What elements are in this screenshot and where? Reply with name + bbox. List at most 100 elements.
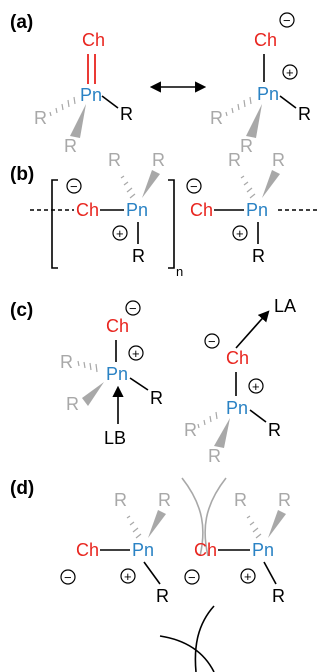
wedge-bond xyxy=(246,104,262,138)
substituent-r-wedge: R xyxy=(66,394,79,414)
charge-plus: + xyxy=(124,569,132,584)
charge-minus: − xyxy=(208,334,216,349)
charge-plus-icon xyxy=(232,225,248,241)
wedge-bond xyxy=(70,104,86,138)
substituent-r: R xyxy=(120,104,133,124)
substituent-r-back: R xyxy=(60,352,73,372)
bracket-left xyxy=(51,179,58,269)
lewis-base: LB xyxy=(104,428,126,448)
substituent-r-back: R xyxy=(114,490,127,510)
panel-label-c: (c) xyxy=(10,300,33,321)
substituent-r-wedge: R xyxy=(152,150,165,170)
atom-ch: Ch xyxy=(76,540,99,560)
hashed-bond xyxy=(225,96,252,117)
charge-plus-icon xyxy=(240,568,256,584)
hashed-bond xyxy=(120,175,136,199)
lewis-acid-adduct: LA − Ch Pn + R R R xyxy=(184,296,296,466)
panel-c: (c) Ch − Pn + R R R LB LA xyxy=(10,296,296,466)
charge-minus: − xyxy=(129,301,137,316)
charge-minus: − xyxy=(190,179,198,194)
substituent-r-wedge: R xyxy=(208,446,221,466)
substituent-r: R xyxy=(272,586,285,606)
substituent-r: R xyxy=(150,388,163,408)
bond-pn-r xyxy=(129,377,149,391)
substituent-r: R xyxy=(132,246,145,266)
ylide-zwitterion-form: Ch − Pn + R R R xyxy=(210,12,311,156)
charge-plus-icon xyxy=(248,378,264,394)
ylide-double-bond-form: Ch Pn R R R xyxy=(34,30,133,156)
bond-pn-r xyxy=(249,409,267,423)
charge-minus: − xyxy=(283,13,291,28)
steric-arc-gray-1 xyxy=(181,477,204,557)
lewis-base-adduct: Ch − Pn + R R R LB xyxy=(60,300,163,448)
substituent-r-back: R xyxy=(108,150,121,170)
atom-pn: Pn xyxy=(126,200,148,220)
charge-minus: − xyxy=(188,570,196,585)
substituent-r: R xyxy=(298,104,311,124)
terminal-unit: − Ch Pn R R + R xyxy=(186,150,285,266)
hashed-bond xyxy=(77,360,98,373)
lewis-acid-arrow xyxy=(235,310,270,349)
substituent-r-wedge: R xyxy=(278,490,291,510)
bond-pn-r xyxy=(263,561,277,585)
bond-pn-r xyxy=(279,95,297,109)
bracket-right xyxy=(168,179,175,269)
charge-plus-icon xyxy=(112,225,128,241)
substituent-r-wedge: R xyxy=(158,490,171,510)
charge-minus-icon xyxy=(204,333,220,349)
steric-arc-gray-2 xyxy=(204,477,227,557)
panel-label-b: (b) xyxy=(10,164,34,185)
ylide-left: Ch − Pn R R + R xyxy=(60,490,171,606)
charge-plus: + xyxy=(286,65,294,80)
substituent-r-wedge: R xyxy=(240,136,253,156)
atom-pn: Pn xyxy=(252,540,274,560)
substituent-r: R xyxy=(252,246,265,266)
wedge-bond xyxy=(262,170,280,198)
atom-pn: Pn xyxy=(257,84,279,104)
panel-a: (a) Ch Pn R R R Ch xyxy=(10,12,311,156)
atom-ch: Ch xyxy=(106,316,129,336)
wedge-bond xyxy=(142,170,160,198)
substituent-r-back: R xyxy=(34,108,47,128)
steric-arc-black-2 xyxy=(159,635,215,672)
atom-pn: Pn xyxy=(132,540,154,560)
charge-plus: + xyxy=(244,569,252,584)
atom-ch: Ch xyxy=(190,200,213,220)
charge-minus-icon xyxy=(66,178,82,194)
hashed-bond xyxy=(49,96,76,117)
substituent-r-back: R xyxy=(234,490,247,510)
charge-minus-icon xyxy=(60,569,76,585)
repeat-unit: − Ch Pn R R + R xyxy=(66,150,165,266)
atom-pn: Pn xyxy=(106,364,128,384)
atom-ch: Ch xyxy=(226,348,249,368)
atom-ch: Ch xyxy=(82,30,105,50)
bond-pn-r xyxy=(143,561,161,585)
hashed-bond xyxy=(240,175,256,199)
atom-ch: Ch xyxy=(76,200,99,220)
hashed-bond xyxy=(246,515,262,539)
hashed-bond xyxy=(126,515,142,539)
substituent-r-back: R xyxy=(210,108,223,128)
charge-plus-icon xyxy=(128,345,144,361)
substituent-r-back: R xyxy=(184,420,197,440)
substituent-r-wedge: R xyxy=(272,150,285,170)
charge-plus-icon xyxy=(282,64,298,80)
charge-minus: − xyxy=(64,570,72,585)
steric-arc-black-1 xyxy=(194,605,215,672)
charge-minus-icon xyxy=(125,300,141,316)
wedge-bond xyxy=(82,382,104,406)
subscript-n: n xyxy=(176,264,183,279)
atom-pn: Pn xyxy=(226,398,248,418)
panel-d: (d) Ch − Pn R R + R xyxy=(10,477,291,672)
panel-b: (b) n − Ch Pn R R + R xyxy=(10,150,318,279)
atom-ch: Ch xyxy=(194,540,217,560)
substituent-r: R xyxy=(156,586,169,606)
charge-plus: + xyxy=(236,226,244,241)
atom-pn: Pn xyxy=(80,85,102,105)
panel-label-a: (a) xyxy=(10,12,33,33)
charge-minus-icon xyxy=(279,12,295,28)
charge-minus-icon xyxy=(184,569,200,585)
ylide-right: Ch − Pn R R + R xyxy=(184,490,291,606)
substituent-r-back: R xyxy=(228,150,241,170)
